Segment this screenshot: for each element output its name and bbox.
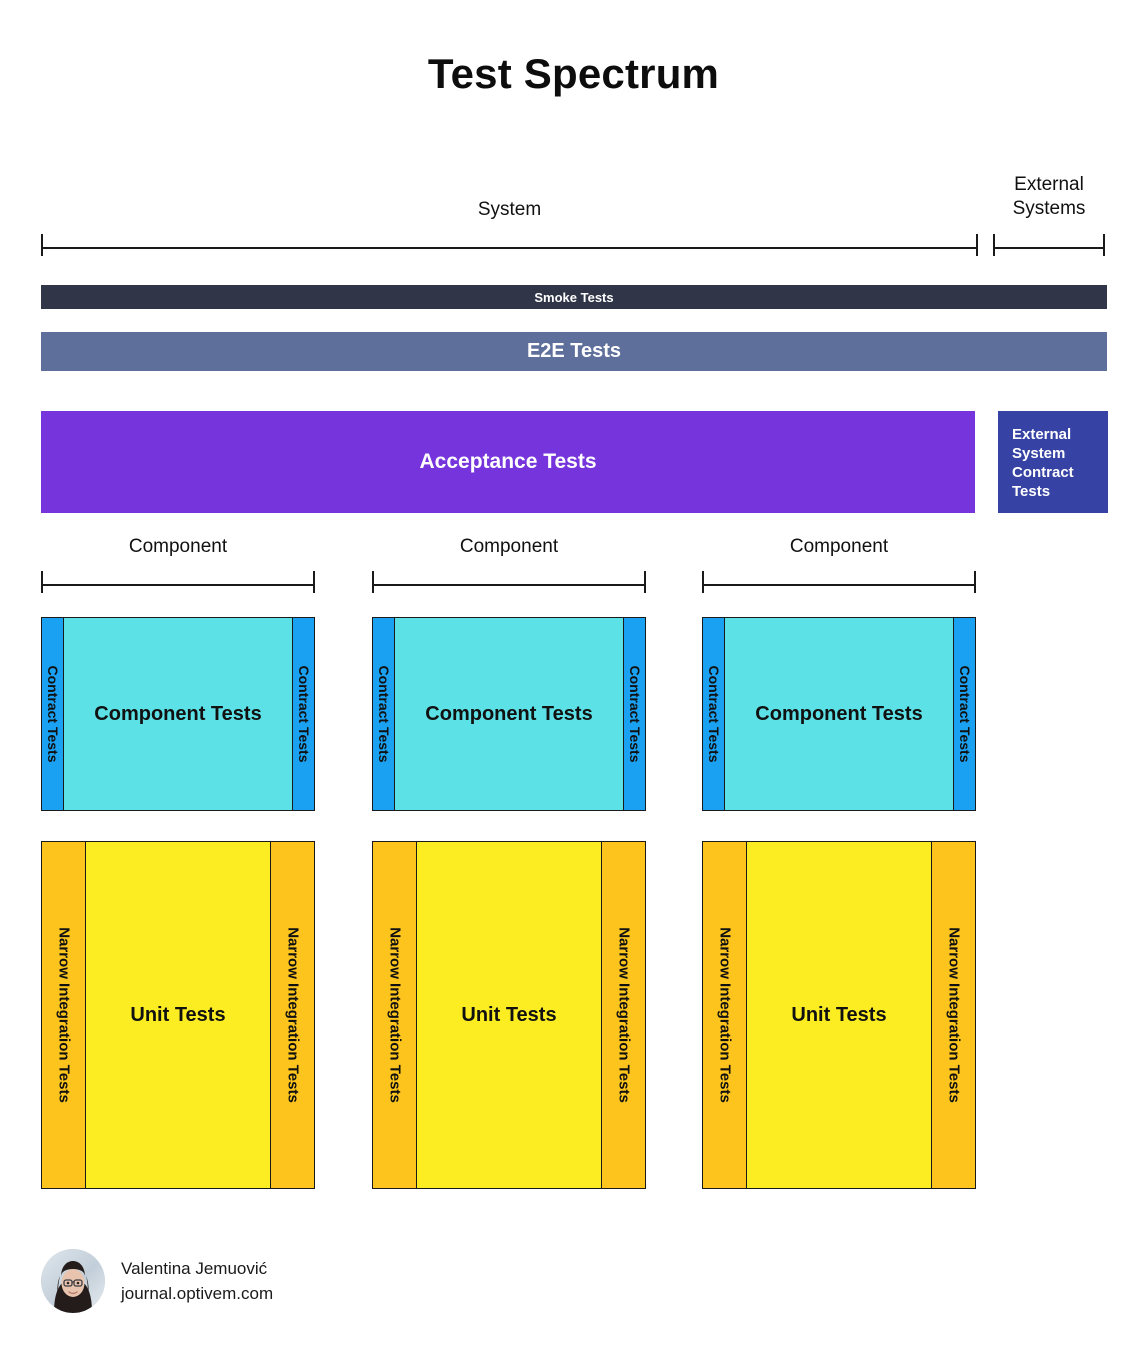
contract-tests-label: Contract Tests <box>295 665 312 763</box>
scope-bracket-system: System <box>41 199 978 256</box>
contract-tests-label: Contract Tests <box>705 665 722 763</box>
author-site[interactable]: journal.optivem.com <box>121 1283 274 1303</box>
bracket-tick-right <box>313 571 315 593</box>
unit-tests-label-3: Unit Tests <box>747 842 931 1188</box>
contract-tests-label: Contract Tests <box>956 665 973 763</box>
narrow-integration-tests-left-1[interactable]: Narrow Integration Tests <box>42 842 86 1188</box>
smoke-tests-bar[interactable]: Smoke Tests <box>41 285 1107 309</box>
scope-label-external-systems: External Systems <box>1012 174 1086 219</box>
component-tests-label-3: Component Tests <box>725 618 953 810</box>
scope-bracket-component-1: Component <box>41 536 315 593</box>
contract-tests-left-2[interactable]: Contract Tests <box>373 618 395 810</box>
bracket-tick-right <box>974 571 976 593</box>
bracket-bar <box>993 247 1105 249</box>
scope-label-component: Component <box>128 536 228 557</box>
component-tests-block-3[interactable]: Contract Tests Component Tests Contract … <box>702 617 976 811</box>
contract-tests-right-2[interactable]: Contract Tests <box>623 618 645 810</box>
scope-bracket-component-2: Component <box>372 536 646 593</box>
contract-tests-left-3[interactable]: Contract Tests <box>703 618 725 810</box>
scope-label-system: System <box>477 199 542 220</box>
bracket-tick-left <box>41 571 43 593</box>
narrow-integration-tests-label: Narrow Integration Tests <box>386 927 403 1103</box>
bracket-tick-right <box>644 571 646 593</box>
bracket-tick-left <box>702 571 704 593</box>
bracket-tick-left <box>41 234 43 256</box>
narrow-integration-tests-right-2[interactable]: Narrow Integration Tests <box>601 842 645 1188</box>
component-tests-block-1[interactable]: Contract Tests Component Tests Contract … <box>41 617 315 811</box>
narrow-integration-tests-left-2[interactable]: Narrow Integration Tests <box>373 842 417 1188</box>
component-tests-label-2: Component Tests <box>395 618 623 810</box>
e2e-tests-bar[interactable]: E2E Tests <box>41 332 1107 371</box>
unit-tests-label-2: Unit Tests <box>417 842 601 1188</box>
scope-bracket-component-3: Component <box>702 536 976 593</box>
unit-tests-block-2[interactable]: Narrow Integration Tests Unit Tests Narr… <box>372 841 646 1189</box>
page-title: Test Spectrum <box>427 50 720 97</box>
bracket-tick-right <box>976 234 978 256</box>
contract-tests-left-1[interactable]: Contract Tests <box>42 618 64 810</box>
narrow-integration-tests-label: Narrow Integration Tests <box>55 927 72 1103</box>
author-name: Valentina Jemuović <box>121 1258 268 1278</box>
bracket-tick-right <box>1103 234 1105 256</box>
contract-tests-label: Contract Tests <box>375 665 392 763</box>
avatar <box>41 1249 105 1313</box>
external-system-contract-tests-block[interactable]: External System Contract Tests <box>998 411 1108 513</box>
bracket-bar <box>41 247 978 249</box>
contract-tests-right-3[interactable]: Contract Tests <box>953 618 975 810</box>
unit-tests-block-1[interactable]: Narrow Integration Tests Unit Tests Narr… <box>41 841 315 1189</box>
bracket-bar <box>372 584 646 586</box>
narrow-integration-tests-label: Narrow Integration Tests <box>945 927 962 1103</box>
bracket-tick-left <box>372 571 374 593</box>
component-tests-block-2[interactable]: Contract Tests Component Tests Contract … <box>372 617 646 811</box>
scope-label-component: Component <box>789 536 889 557</box>
scope-label-component: Component <box>459 536 559 557</box>
narrow-integration-tests-label: Narrow Integration Tests <box>284 927 301 1103</box>
acceptance-tests-block[interactable]: Acceptance Tests <box>41 411 975 513</box>
contract-tests-label: Contract Tests <box>626 665 643 763</box>
bracket-bar <box>41 584 315 586</box>
component-tests-label-1: Component Tests <box>64 618 292 810</box>
narrow-integration-tests-label: Narrow Integration Tests <box>615 927 632 1103</box>
narrow-integration-tests-right-1[interactable]: Narrow Integration Tests <box>270 842 314 1188</box>
author-text: Valentina Jemuović journal.optivem.com <box>121 1258 273 1305</box>
unit-tests-label-1: Unit Tests <box>86 842 270 1188</box>
contract-tests-label: Contract Tests <box>44 665 61 763</box>
unit-tests-block-3[interactable]: Narrow Integration Tests Unit Tests Narr… <box>702 841 976 1189</box>
scope-bracket-external-systems: External Systems <box>993 174 1105 256</box>
narrow-integration-tests-label: Narrow Integration Tests <box>716 927 733 1103</box>
author-credit: Valentina Jemuović journal.optivem.com <box>41 1249 273 1313</box>
contract-tests-right-1[interactable]: Contract Tests <box>292 618 314 810</box>
narrow-integration-tests-right-3[interactable]: Narrow Integration Tests <box>931 842 975 1188</box>
narrow-integration-tests-left-3[interactable]: Narrow Integration Tests <box>703 842 747 1188</box>
bracket-tick-left <box>993 234 995 256</box>
bracket-bar <box>702 584 976 586</box>
